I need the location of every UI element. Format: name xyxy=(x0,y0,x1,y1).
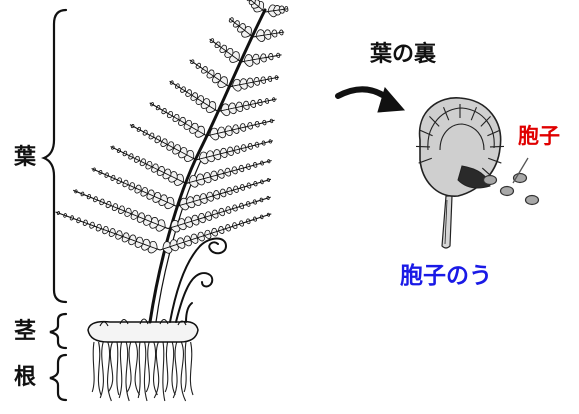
pinna xyxy=(71,185,170,234)
spore xyxy=(501,187,514,196)
fern-frond xyxy=(54,0,289,256)
root-strand xyxy=(172,342,175,395)
root-strand xyxy=(100,342,103,398)
spores xyxy=(484,174,539,205)
root-strand xyxy=(92,342,94,392)
label-spore: 胞子 xyxy=(518,126,560,147)
label-stem: 茎 xyxy=(14,321,36,343)
fiddleheads xyxy=(170,239,226,323)
stem-bracket xyxy=(50,314,66,348)
arrow xyxy=(338,88,404,112)
pinna xyxy=(206,34,245,67)
pinna xyxy=(264,3,289,18)
roots xyxy=(92,342,193,401)
leaf-bracket xyxy=(44,10,66,302)
root-strand xyxy=(119,342,122,398)
root-strand xyxy=(163,342,165,401)
pinna xyxy=(186,55,232,92)
label-leaf: 葉 xyxy=(14,147,36,169)
root-strand xyxy=(146,342,149,392)
root-strand xyxy=(138,342,140,398)
label-sporangium: 胞子のう xyxy=(400,265,492,288)
bracket-group xyxy=(44,10,66,400)
pinna xyxy=(54,206,163,255)
label-root: 根 xyxy=(14,367,36,389)
root-strand xyxy=(98,342,101,395)
root-strand xyxy=(184,342,186,392)
root-bracket xyxy=(50,355,66,400)
pinna xyxy=(244,0,269,17)
spore xyxy=(484,176,497,185)
root-strand xyxy=(117,342,119,395)
root-strand xyxy=(165,342,168,392)
spore xyxy=(526,196,539,205)
root-strand xyxy=(190,342,193,395)
label-leaf-underside: 葉の裏 xyxy=(370,44,436,66)
sporangium-illustration xyxy=(416,98,504,248)
rhizome xyxy=(88,319,198,342)
